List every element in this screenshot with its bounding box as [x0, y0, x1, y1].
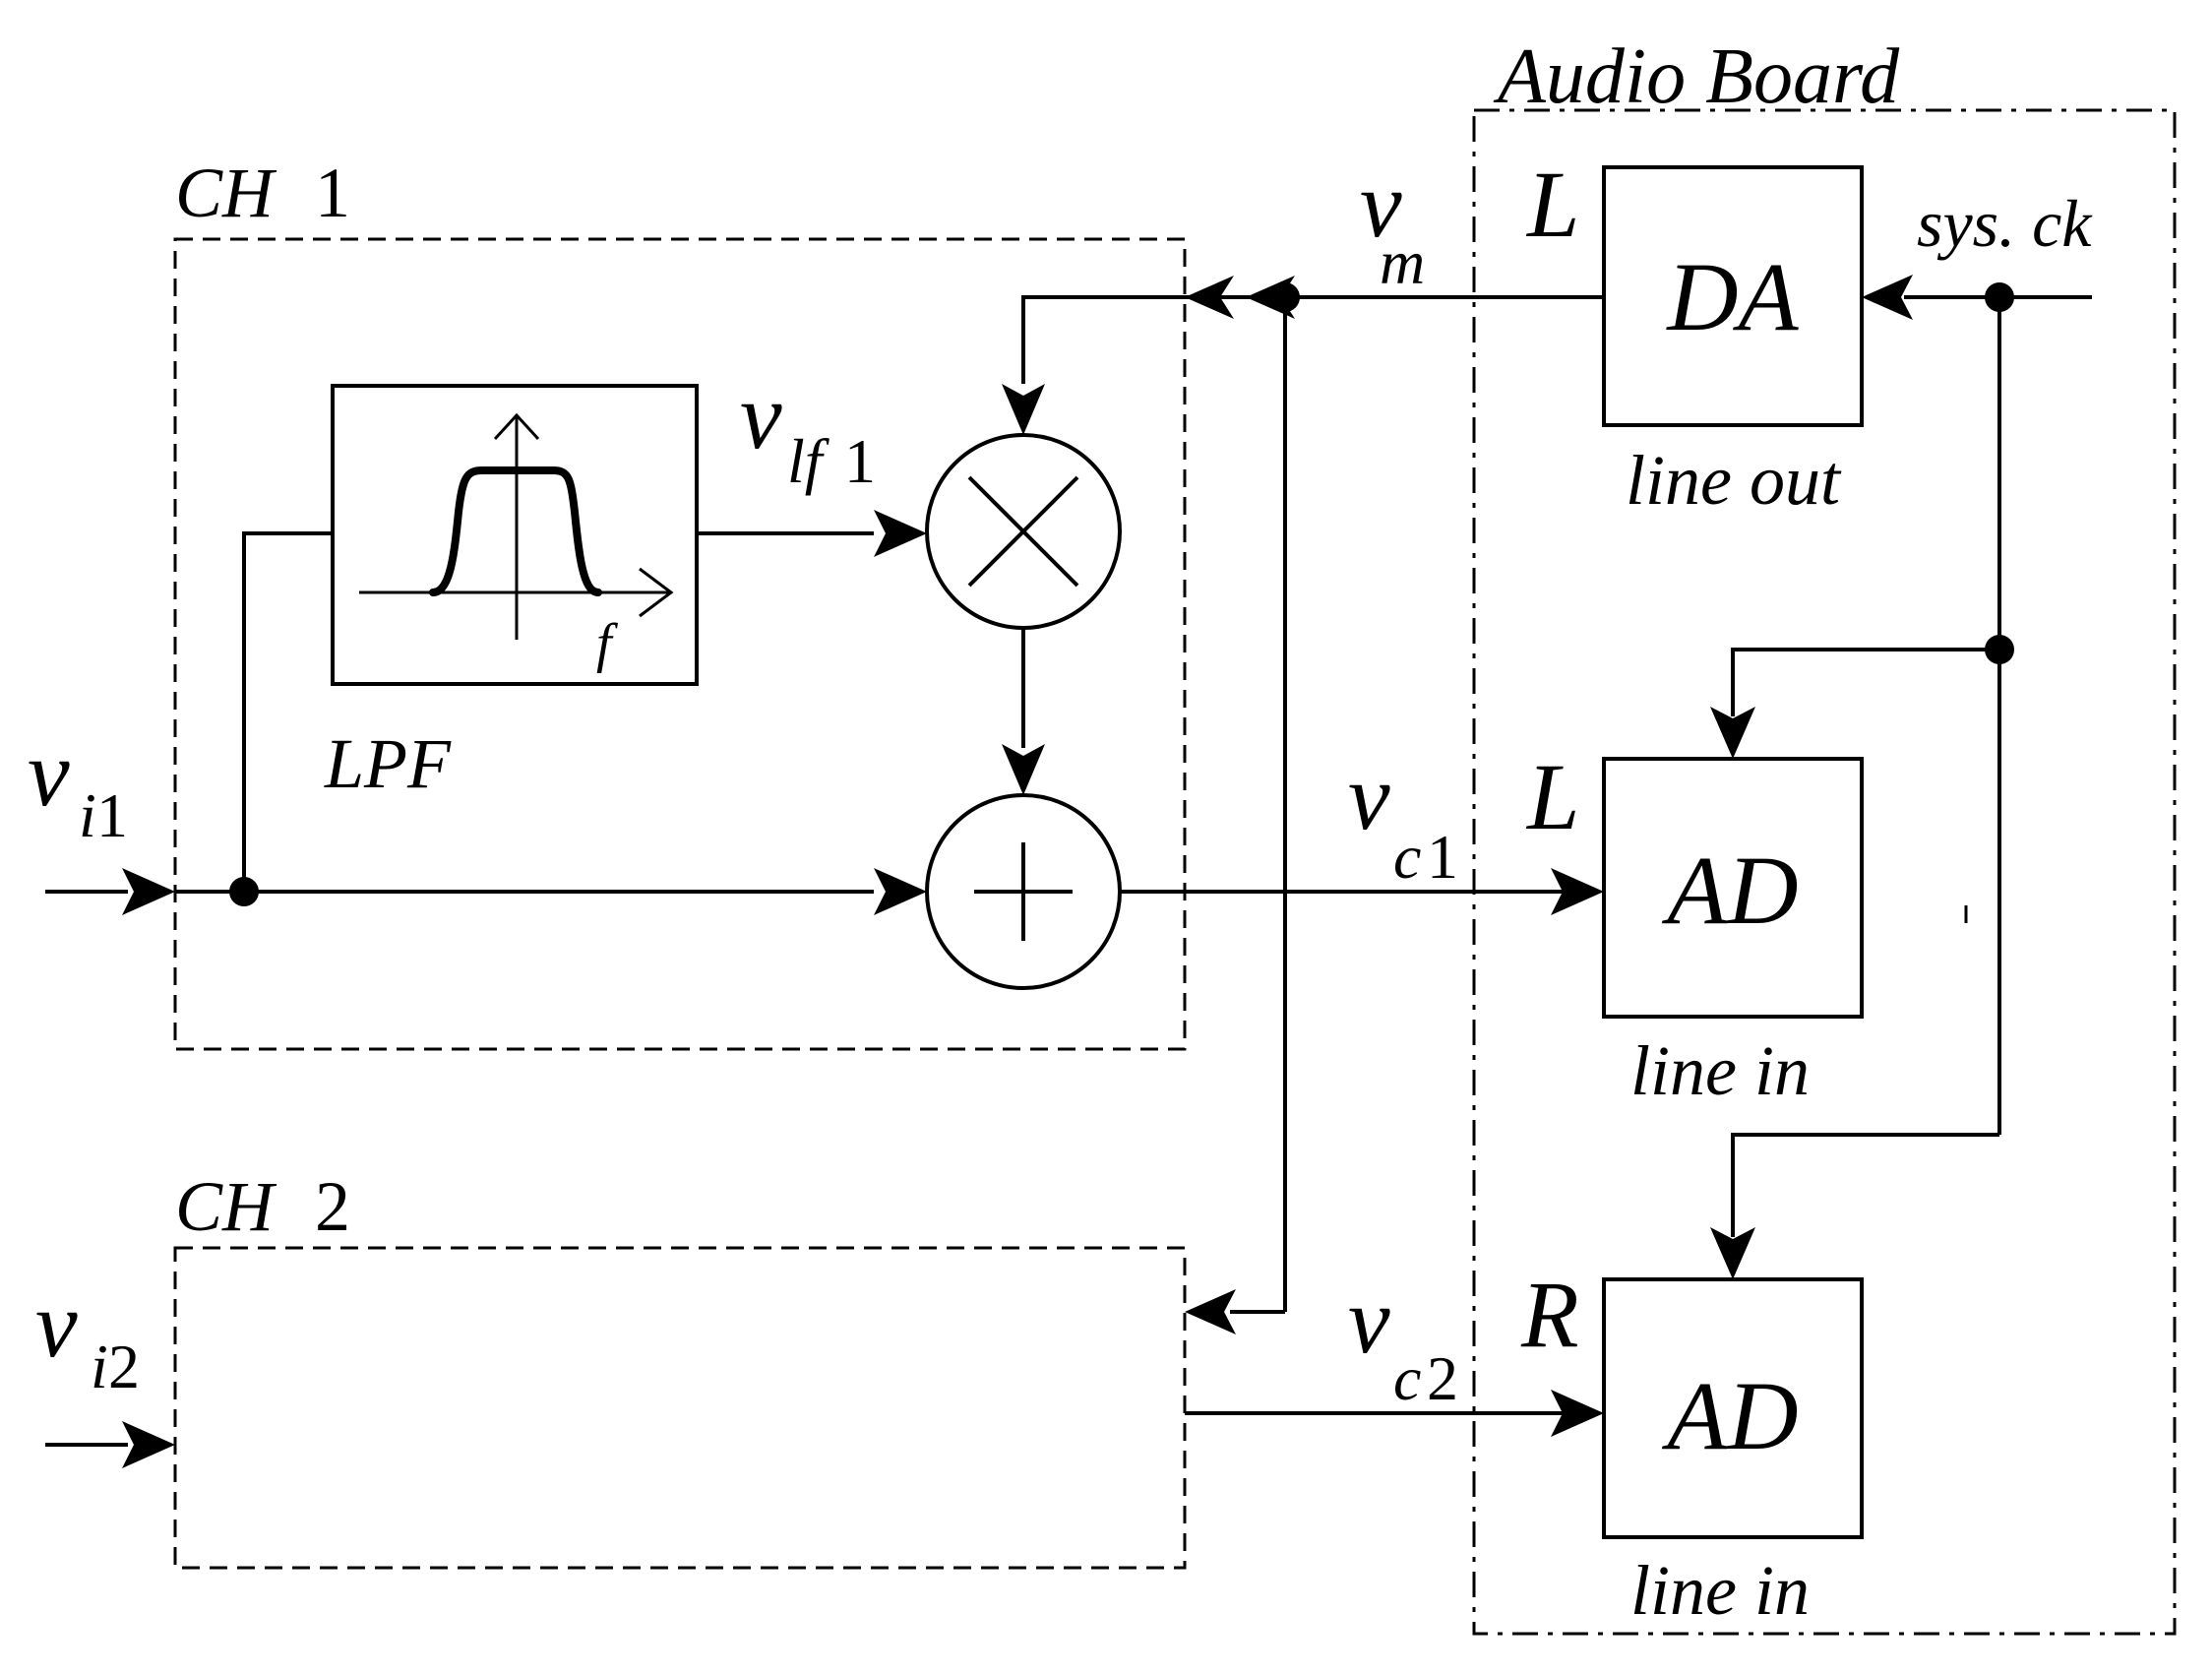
ad-left-block	[1602, 757, 1864, 1019]
vc2-label: v	[1348, 1268, 1390, 1373]
arrowheads	[122, 275, 1913, 1468]
junction-dots	[229, 282, 2014, 906]
ad-right-label: AD	[1661, 1361, 1798, 1470]
ad-right-channel-label: R	[1520, 1262, 1579, 1367]
lpf-label: LPF	[324, 724, 452, 803]
ad-left-channel-label: L	[1525, 744, 1579, 849]
vi1-subscript: i	[79, 780, 96, 850]
vi1-subscript-number: 1	[96, 780, 128, 850]
vi2-label: v	[35, 1272, 78, 1377]
ad-left-label: AD	[1661, 836, 1798, 945]
ch2-label: CH	[175, 1167, 277, 1246]
vc1-subscript-number: 1	[1427, 822, 1458, 892]
vc1-subscript: c	[1393, 822, 1421, 892]
vc2-subscript-number: 2	[1427, 1343, 1458, 1413]
line-out-label: line out	[1626, 441, 1842, 520]
lpf-block	[331, 384, 699, 686]
vc1-label: v	[1348, 744, 1390, 849]
line-in-1-label: line in	[1630, 1031, 1810, 1110]
ch1-label: CH	[175, 154, 277, 232]
ch2-frame	[173, 1246, 1187, 1570]
da-label: DA	[1665, 242, 1799, 351]
vlf1-subscript-number: 1	[844, 426, 876, 496]
vm-subscript: m	[1380, 227, 1425, 297]
vlf1-subscript: lf	[787, 426, 830, 496]
multiplier-node	[925, 433, 1122, 630]
lpf-response-icon	[359, 412, 674, 640]
vm-label: v	[1360, 152, 1402, 257]
sys-ck-label: sys. ck	[1917, 186, 2093, 261]
ch1-number: 1	[315, 154, 350, 232]
audio-board-frame	[1472, 108, 2177, 1636]
vi2-subscript: i	[91, 1332, 108, 1401]
ad-right-block	[1602, 1277, 1864, 1539]
vc2-subscript: c	[1393, 1343, 1421, 1413]
vlf1-label: v	[740, 363, 782, 468]
vi1-label: v	[28, 720, 70, 826]
vi2-subscript-number: 2	[108, 1332, 140, 1401]
ch1-frame	[173, 237, 1187, 1051]
ch2-number: 2	[315, 1167, 350, 1246]
da-channel-label: L	[1525, 152, 1579, 257]
audio-board-label: Audio Board	[1493, 33, 1900, 120]
line-in-2-label: line in	[1630, 1551, 1810, 1630]
wires	[45, 295, 2092, 1447]
summer-node	[925, 793, 1122, 990]
